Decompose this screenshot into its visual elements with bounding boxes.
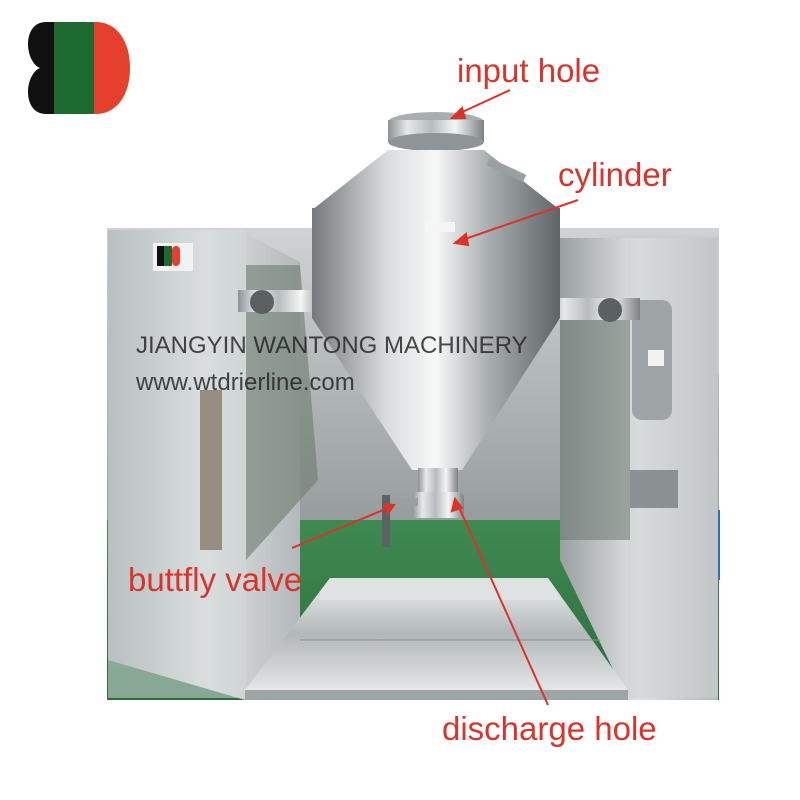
discharge-hole-label: discharge hole <box>442 710 657 747</box>
website-watermark: www.wtdrierline.com <box>136 369 355 396</box>
tricolor-d-logo-icon <box>28 22 130 114</box>
input-hole-label: input hole <box>457 52 601 89</box>
cylinder-label: cylinder <box>558 156 672 193</box>
butterfly-valve-label: buttfly valve <box>128 561 303 598</box>
company-watermark: JIANGYIN WANTONG MACHINERY <box>136 332 528 359</box>
